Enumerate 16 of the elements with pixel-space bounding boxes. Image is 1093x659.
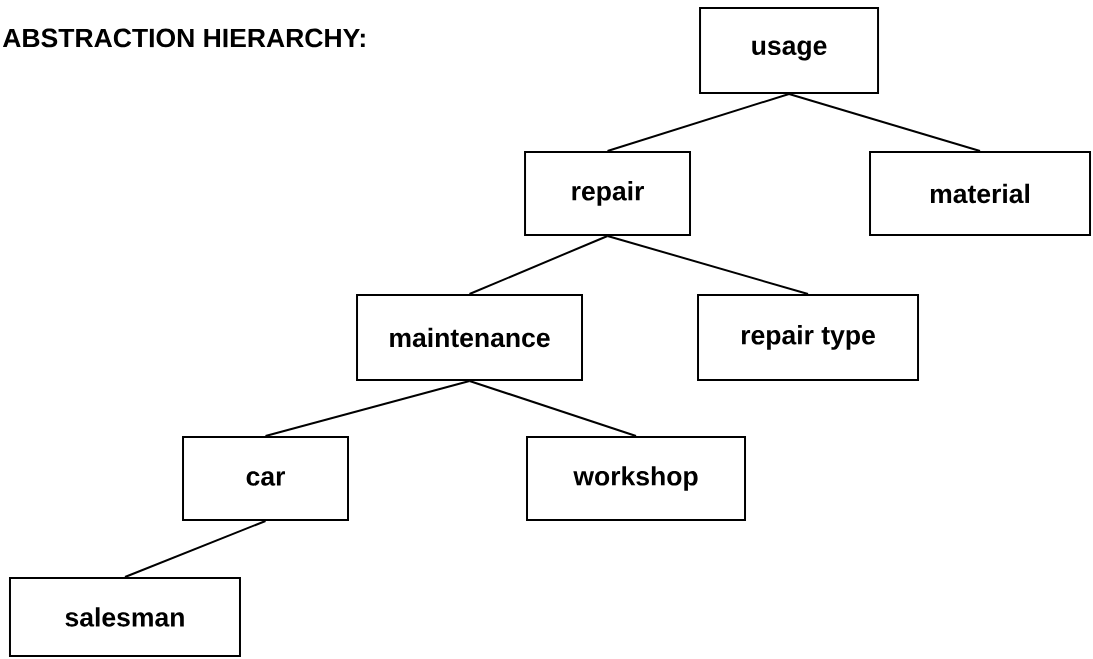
hierarchy-box: maintenance [356,294,583,381]
hierarchy-box: repair [524,150,691,236]
connector-line [264,379,471,437]
hierarchy-box: salesman [9,577,241,657]
connector-line [606,92,791,152]
hierarchy-box: repair type [697,294,919,381]
hierarchy-box: usage [699,7,880,94]
connector-line [124,520,267,578]
hierarchy-box: car [182,436,349,521]
title: ABSTRACTION HIERARCHY: [2,28,365,48]
hierarchy-box: workshop [526,436,746,521]
connector-line [788,92,982,152]
connector-line [606,234,809,295]
connector-line [468,379,637,437]
hierarchy-box: material [869,150,1092,236]
connector-line [468,234,609,295]
